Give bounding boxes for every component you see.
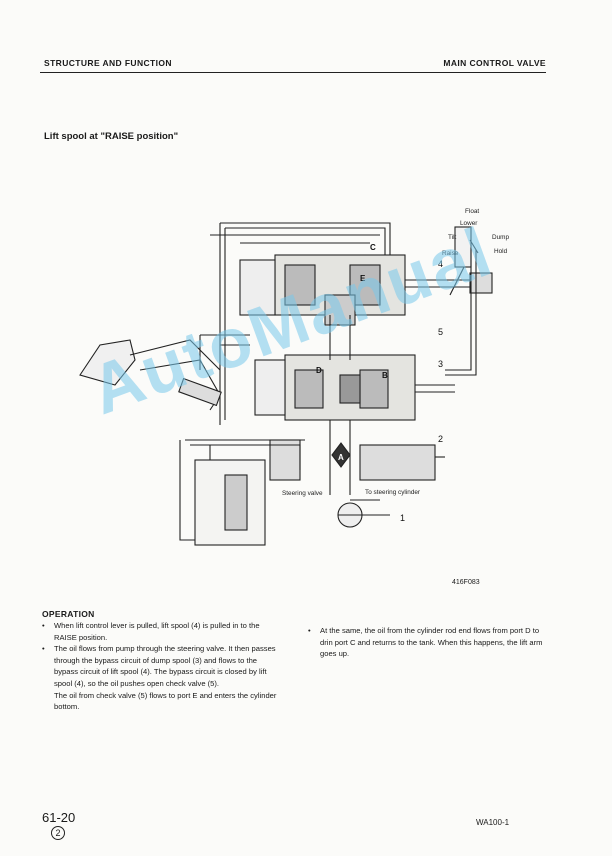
operation-paragraph: The oil from check valve (5) flows to po… [54,690,277,712]
callout-1: 1 [400,513,405,523]
lever-label-tilt: Tilt [448,234,457,241]
label-steering-valve: Steering valve [282,490,323,497]
port-label-c: C [370,243,376,252]
header-rule [40,72,546,73]
port-label-d: D [316,366,322,375]
header-section-title: STRUCTURE AND FUNCTION [44,58,172,68]
figure-code: 416F083 [452,579,480,586]
operation-heading: OPERATION [42,609,95,619]
operation-left-column: When lift control lever is pulled, lift … [42,620,278,713]
lever-label-float: Float [465,208,479,215]
revision-mark: 2 [51,826,65,840]
lever-label-lower: Lower [460,220,478,227]
callout-2: 2 [438,434,443,444]
header-chapter-title: MAIN CONTROL VALVE [443,58,546,68]
lever-label-raise: Raise [442,250,459,257]
hydraulic-circuit-diagram: Float Lower Tilt Raise Dump Hold Steerin… [79,208,509,546]
section-title: Lift spool at "RAISE position" [44,131,179,142]
operation-paragraph: The oil flows from pump through the stee… [42,643,278,689]
label-to-steering-cylinder: To steering cylinder [365,489,421,496]
operation-paragraph: When lift control lever is pulled, lift … [42,620,278,643]
port-label-b: B [382,371,388,380]
callout-3: 3 [438,359,443,369]
callout-5: 5 [438,327,443,337]
lever-label-hold: Hold [494,248,508,255]
lever-label-dump: Dump [492,234,509,241]
page-number: 61-20 [42,810,76,825]
callout-4: 4 [438,259,443,269]
operation-paragraph: At the same, the oil from the cylinder r… [308,625,544,660]
model-number: WA100-1 [476,818,510,827]
port-label-e: E [360,274,366,283]
port-label-a: A [338,453,344,462]
operation-right-column: At the same, the oil from the cylinder r… [308,625,544,660]
